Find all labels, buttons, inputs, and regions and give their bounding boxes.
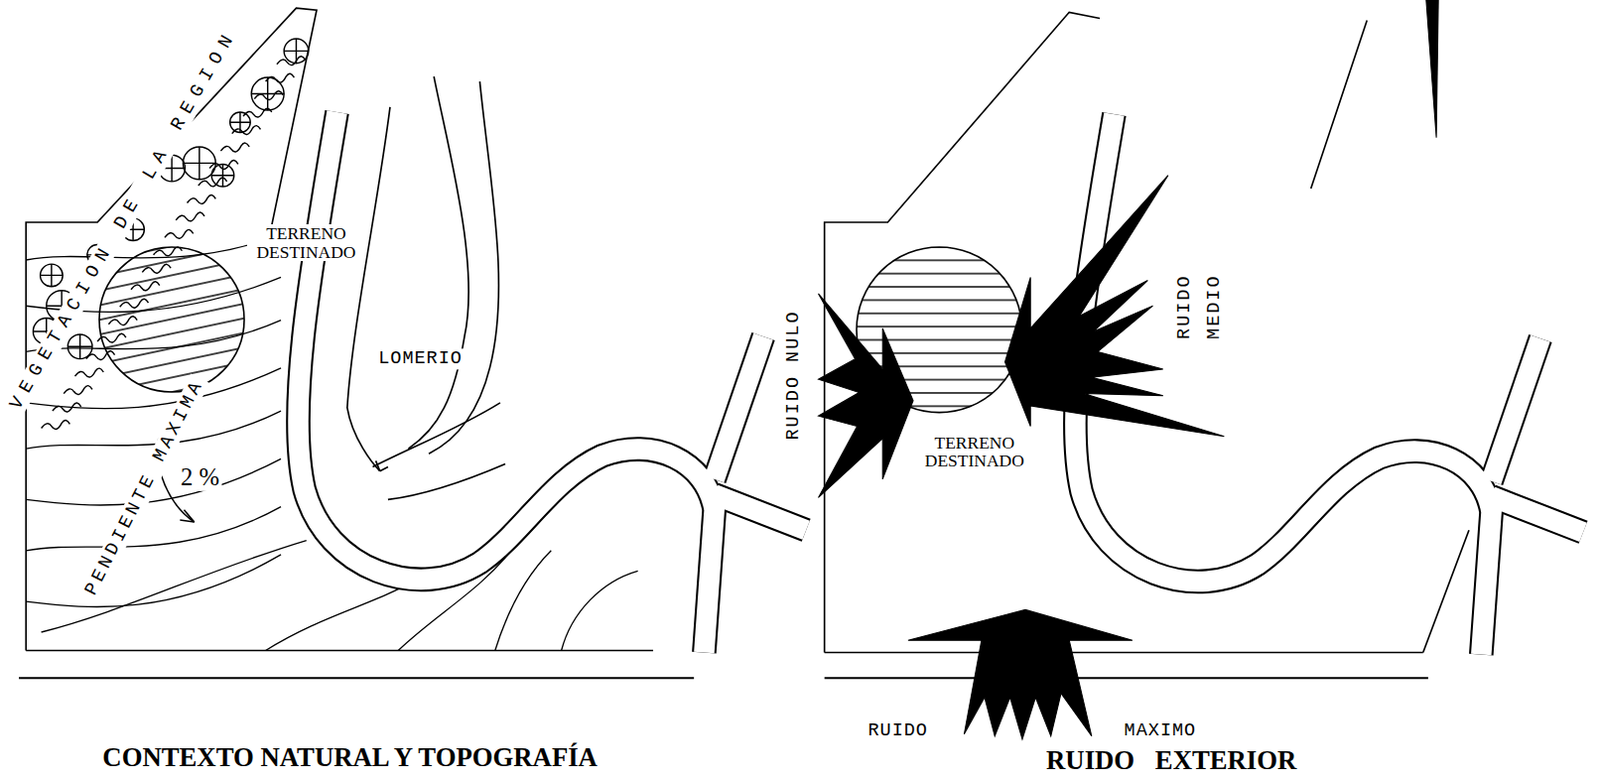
hatched-site [855, 247, 1022, 413]
shrub-scribble [164, 229, 194, 239]
street-line [824, 676, 1429, 679]
shrub-scribble [63, 386, 93, 396]
site-circle: TERRENO DESTINADO [98, 246, 246, 394]
hill-contour [376, 460, 389, 471]
shrub-scribble [220, 142, 250, 152]
site-boundary [1311, 20, 1368, 190]
shrub-scribble [254, 91, 283, 101]
roads [297, 112, 1584, 656]
noise-arrow-top [1426, 0, 1439, 138]
shrub-scribble [276, 56, 306, 66]
road [297, 112, 806, 654]
site-label: TERRENO DESTINADO [247, 224, 366, 262]
site-boundary [25, 650, 654, 653]
site-boundary [824, 652, 1424, 655]
site-boundary [1423, 530, 1469, 653]
contour-line [25, 410, 281, 449]
circle-outline [98, 246, 246, 394]
shrub-scribble [232, 126, 262, 135]
noise-label: RUIDO MEDIO [1170, 266, 1229, 342]
shrub-scribble [187, 194, 217, 204]
panel-caption: RUIDO EXTERIOR [1044, 745, 1299, 777]
shrub-scribble [243, 108, 272, 118]
shrub-scribble [41, 420, 71, 430]
street-line [18, 676, 694, 679]
hill-contour [428, 81, 499, 454]
contour-line [25, 507, 281, 551]
contour-line [41, 540, 307, 633]
shrub-scribble [52, 402, 82, 412]
slope-arrowhead [179, 510, 194, 523]
tree-symbol [40, 264, 64, 287]
tree-symbol [182, 146, 216, 180]
noise-label: RUIDO NULO [783, 308, 804, 443]
hill-contour [373, 402, 501, 468]
shrub-scribble [198, 177, 228, 187]
tree-symbol [211, 163, 235, 187]
noise-label: MAXIMO [1122, 720, 1200, 742]
noise-arrow-max [908, 609, 1133, 739]
panel-caption: CONTEXTO NATURAL Y TOPOGRAFÍA [100, 741, 600, 773]
contour-line [495, 550, 552, 652]
hill-contour [388, 463, 506, 500]
hatched-site [99, 247, 245, 393]
shrub-scribble [75, 368, 105, 378]
hill-contour [347, 107, 391, 472]
shrub-scribble [209, 160, 239, 170]
hill-contour [407, 76, 469, 449]
circle-outline [855, 246, 1024, 414]
noise-arrows [817, 0, 1439, 740]
shrub-scribble [266, 73, 295, 83]
topographic-contours [25, 234, 638, 651]
shrub-scribble [175, 212, 205, 222]
contour-line [561, 570, 639, 651]
slope-value: 2 % [178, 463, 222, 492]
noise-label: RUIDO [865, 720, 931, 742]
site-label: TERRENO DESTINADO [915, 433, 1034, 471]
contour-line [25, 554, 281, 608]
site-circle: TERRENO DESTINADO [855, 246, 1024, 414]
hill-label: LOMERIO [376, 348, 465, 370]
